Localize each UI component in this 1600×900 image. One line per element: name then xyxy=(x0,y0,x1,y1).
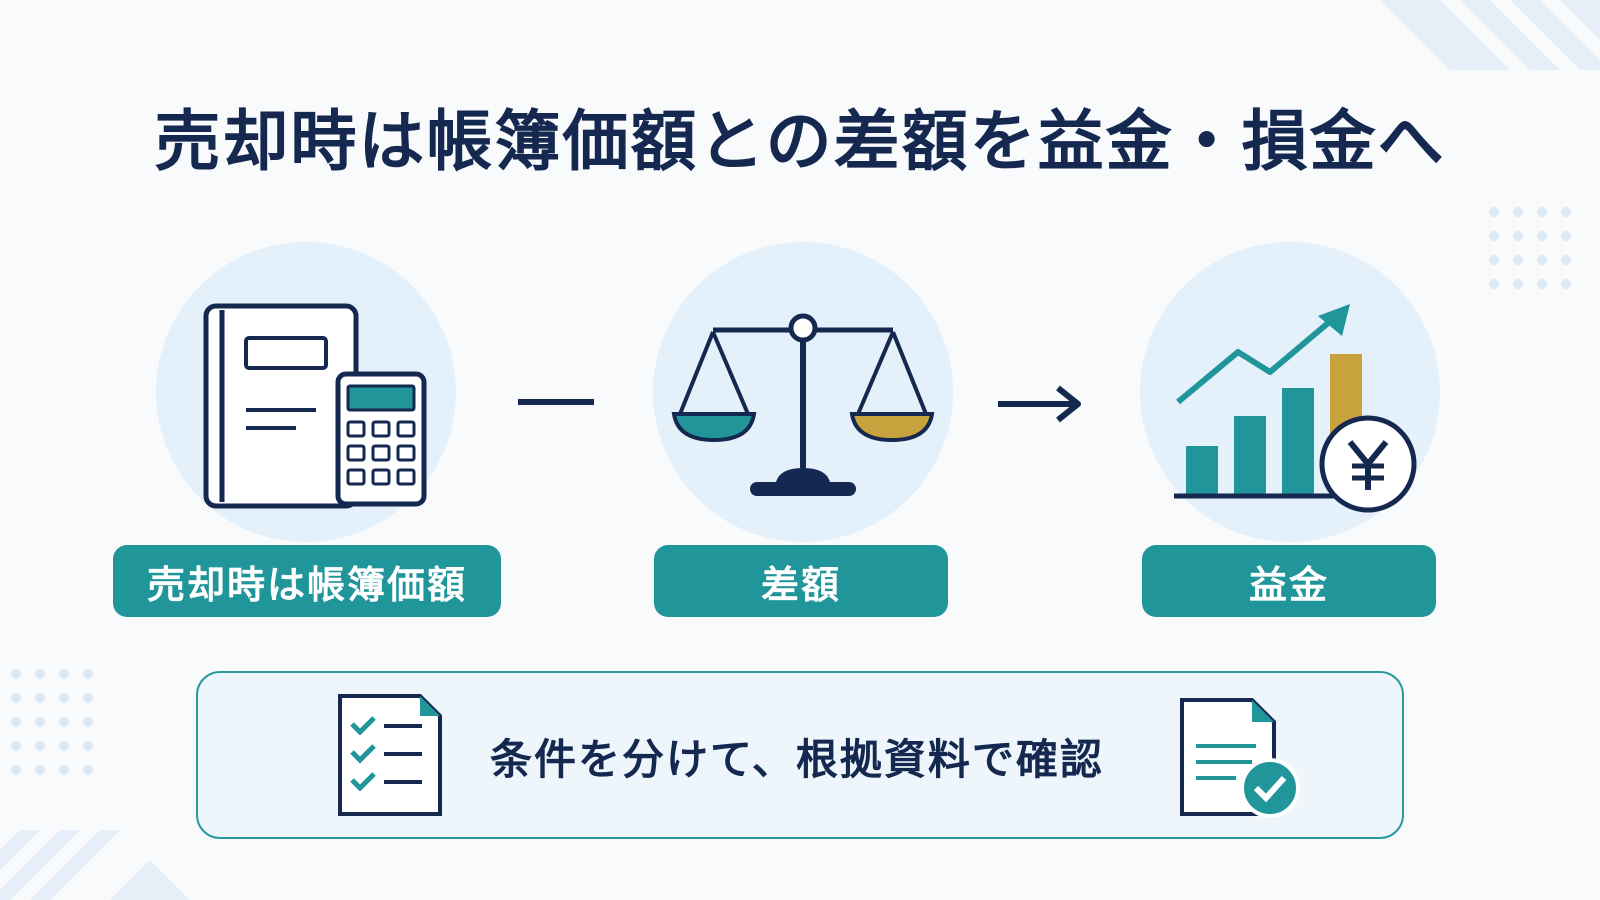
dot-grid-left xyxy=(11,669,93,775)
dot-grid-right xyxy=(1489,207,1571,289)
decor-dot xyxy=(35,693,45,703)
growth-chart-yen-icon xyxy=(1174,304,1417,513)
decor-dot xyxy=(1513,207,1523,217)
decor-dot xyxy=(11,693,21,703)
step-label-book-value: 売却時は帳簿価額 xyxy=(113,545,501,617)
decor-dot xyxy=(11,741,21,751)
decor-dot xyxy=(83,693,93,703)
decor-dot xyxy=(1489,231,1499,241)
decor-dot xyxy=(11,765,21,775)
decor-dot xyxy=(1513,279,1523,289)
decor-dot xyxy=(35,717,45,727)
decor-dot xyxy=(1561,279,1571,289)
balance-scale-icon xyxy=(671,313,935,496)
corner-stripes-bottom-left xyxy=(0,830,190,900)
page-title: 売却時は帳簿価額との差額を益金・損金へ xyxy=(154,103,1446,180)
decor-dot xyxy=(59,693,69,703)
decor-dot xyxy=(11,717,21,727)
decor-dot xyxy=(35,741,45,751)
decor-dot xyxy=(1561,231,1571,241)
decor-dot xyxy=(1513,231,1523,241)
decor-dot xyxy=(83,717,93,727)
corner-stripes-top-right xyxy=(1380,0,1600,70)
decor-dot xyxy=(59,717,69,727)
decor-dot xyxy=(35,669,45,679)
note-text: 条件を分けて、根拠資料で確認 xyxy=(490,735,1104,784)
decor-dot xyxy=(1561,255,1571,265)
decor-dot xyxy=(11,669,21,679)
minus-icon xyxy=(518,399,594,405)
document-check-icon xyxy=(1180,698,1300,818)
decor-dot xyxy=(1489,207,1499,217)
decor-dot xyxy=(83,669,93,679)
decor-dot xyxy=(59,669,69,679)
decor-dot xyxy=(1489,255,1499,265)
decor-dot xyxy=(1537,279,1547,289)
ledger-calculator-icon xyxy=(203,303,427,509)
checklist-icon xyxy=(338,694,442,816)
decor-dot xyxy=(59,741,69,751)
decor-dot xyxy=(1537,207,1547,217)
step-label-difference: 差額 xyxy=(654,545,948,617)
decor-dot xyxy=(59,765,69,775)
arrow-right-icon xyxy=(998,385,1081,423)
decor-dot xyxy=(35,765,45,775)
decor-dot xyxy=(1537,231,1547,241)
decor-dot xyxy=(1489,279,1499,289)
decor-dot xyxy=(1537,255,1547,265)
decor-dot xyxy=(1561,207,1571,217)
decor-dot xyxy=(1513,255,1523,265)
decor-dot xyxy=(83,765,93,775)
decor-dot xyxy=(83,741,93,751)
step-label-profit: 益金 xyxy=(1142,545,1436,617)
